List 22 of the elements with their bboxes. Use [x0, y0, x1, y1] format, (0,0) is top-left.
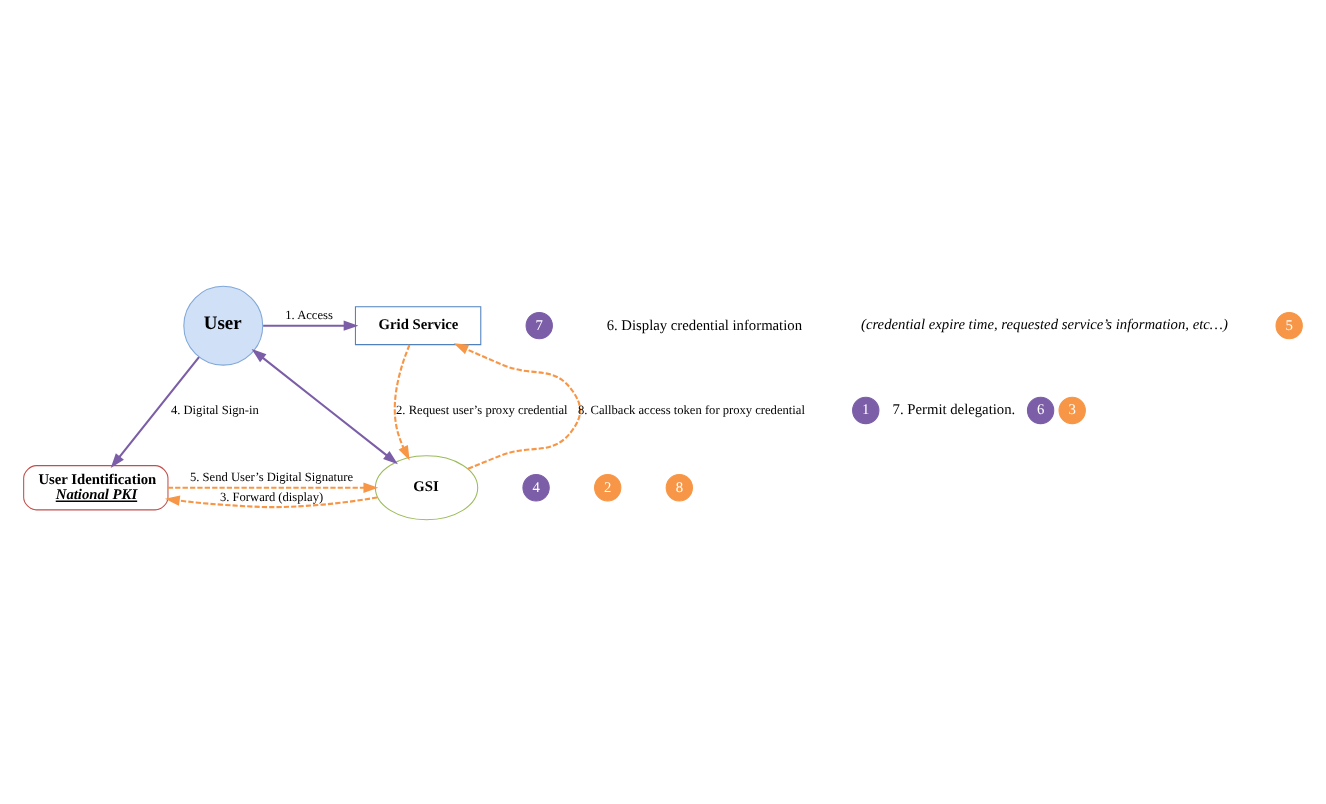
arrow	[453, 342, 582, 469]
label: 4	[532, 476, 540, 495]
label: 8	[675, 476, 684, 495]
label: 6	[1036, 399, 1045, 418]
label: 5	[1285, 314, 1293, 333]
label: 2	[604, 476, 612, 495]
label: 1	[862, 399, 870, 418]
node-box: Grid Service	[354, 305, 482, 345]
label: 6. Display credential information	[606, 314, 803, 333]
label: 7. Permit delegation.	[892, 399, 1016, 418]
label: 3	[1068, 399, 1076, 418]
arrow	[393, 343, 411, 460]
node-box: User Identification National PKI	[23, 464, 169, 510]
label: 7	[535, 314, 543, 333]
label: (credential expire time, requested service’s information, etc…)	[861, 313, 1228, 332]
node-circle: User	[183, 284, 264, 365]
arrow	[165, 494, 378, 508]
node-ellipse: GSI	[374, 454, 479, 520]
arrow	[110, 355, 200, 468]
arrow	[263, 319, 359, 330]
arrow	[168, 481, 379, 492]
arrow	[251, 348, 398, 464]
